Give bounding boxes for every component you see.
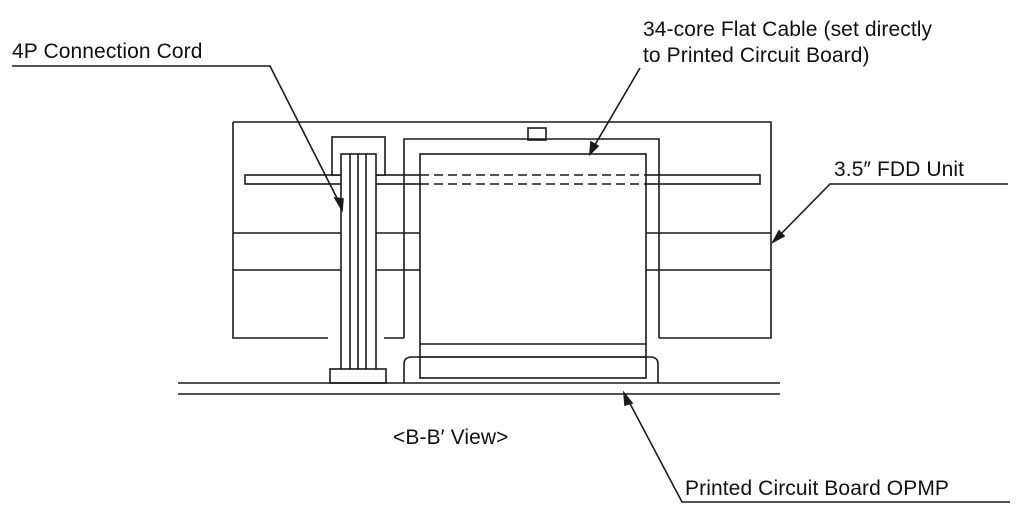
arrow-flat	[589, 140, 600, 157]
arrow-fdd	[770, 229, 786, 245]
arrow-pcb	[622, 390, 634, 407]
cord-connector	[329, 368, 387, 384]
arrow-cord	[333, 197, 344, 213]
leader-cord	[12, 65, 343, 209]
label-flat-cable-line1: 34-core Flat Cable (set directly	[643, 18, 933, 41]
label-fdd-unit: 3.5″ FDD Unit	[834, 158, 965, 181]
leader-flat	[591, 67, 641, 151]
cable-bracket	[403, 138, 660, 338]
leader-fdd	[776, 183, 1008, 239]
fdd-unit-body	[232, 121, 772, 339]
label-flat-cable-line2: to Printed Circuit Board)	[643, 44, 870, 67]
pcb-connector	[403, 356, 659, 383]
leader-pcb	[625, 395, 1010, 503]
top-tab	[527, 127, 547, 141]
flat-cable	[419, 153, 647, 379]
label-pcb: Printed Circuit Board OPMP	[685, 477, 950, 500]
label-connection-cord: 4P Connection Cord	[12, 40, 203, 63]
label-view: <B-B′ View>	[393, 426, 509, 449]
rail-mask	[421, 176, 645, 183]
